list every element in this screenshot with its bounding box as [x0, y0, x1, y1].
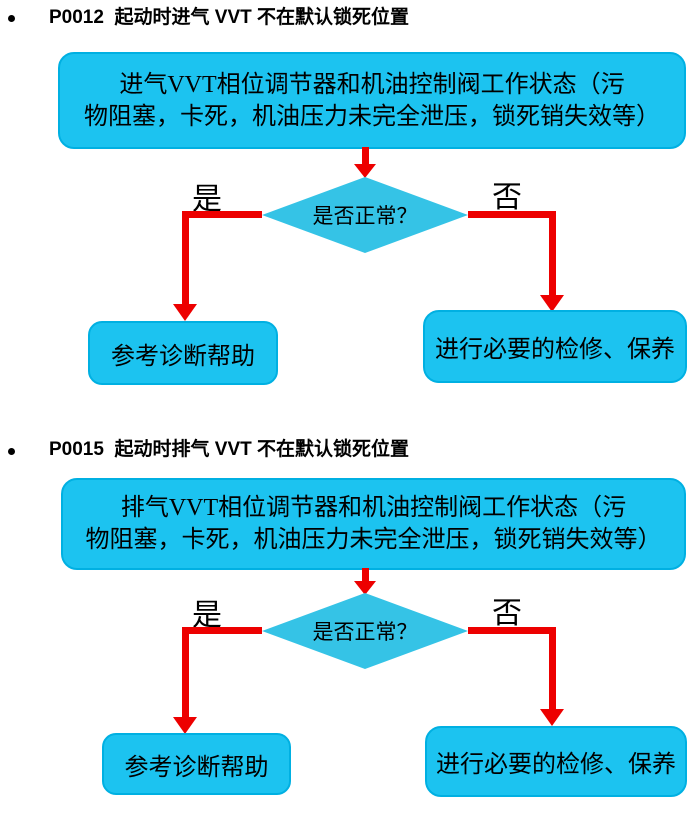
no-result-label: 进行必要的检修、保养 — [436, 752, 676, 778]
no-branch-line-h — [468, 627, 556, 634]
condition-box: 进气VVT相位调节器和机油控制阀工作状态（污 物阻塞，卡死，机油压力未完全泄压，… — [58, 52, 686, 149]
condition-line-1: 进气VVT相位调节器和机油控制阀工作状态（污 — [119, 71, 625, 98]
yes-label: 是 — [192, 599, 222, 632]
result-box-yes: 参考诊断帮助 — [88, 321, 278, 385]
decision-label: 是否正常？ — [312, 204, 418, 228]
section-heading: P0012 起动时进气 VVT 不在默认锁死位置 — [49, 7, 410, 28]
section-heading: P0015 起动时排气 VVT 不在默认锁死位置 — [49, 439, 410, 460]
no-result-label: 进行必要的检修、保养 — [435, 337, 675, 363]
arrow-down-icon — [354, 164, 376, 178]
result-box-yes: 参考诊断帮助 — [102, 733, 291, 795]
no-label: 否 — [492, 181, 522, 214]
yes-result-label: 参考诊断帮助 — [124, 754, 269, 781]
yes-branch-line-v — [182, 211, 189, 306]
no-branch-line-h — [468, 211, 556, 218]
condition-to-decision-line — [362, 568, 369, 583]
decision-diamond: 是否正常？ — [262, 177, 468, 253]
arrow-down-icon — [540, 709, 564, 726]
yes-label: 是 — [192, 183, 222, 216]
bullet-icon — [8, 448, 15, 455]
no-branch-line-v — [549, 211, 556, 298]
condition-line-1: 排气VVT相位调节器和机油控制阀工作状态（污 — [120, 495, 627, 521]
arrow-down-icon — [354, 581, 376, 595]
result-box-no: 进行必要的检修、保养 — [423, 310, 687, 383]
result-box-no: 进行必要的检修、保养 — [425, 726, 687, 797]
condition-line-2: 物阻塞，卡死，机油压力未完全泄压，锁死销失效等） — [84, 103, 660, 130]
decision-diamond: 是否正常？ — [262, 593, 468, 669]
yes-branch-line-h — [182, 211, 262, 218]
yes-result-label: 参考诊断帮助 — [111, 343, 255, 370]
arrow-down-icon — [540, 295, 564, 312]
yes-branch-line-v — [182, 627, 189, 719]
bullet-icon — [8, 15, 15, 22]
yes-branch-line-h — [182, 627, 262, 634]
condition-box: 排气VVT相位调节器和机油控制阀工作状态（污 物阻塞，卡死，机油压力未完全泄压，… — [61, 478, 686, 570]
decision-label: 是否正常？ — [312, 620, 418, 644]
condition-to-decision-line — [362, 147, 369, 166]
arrow-down-icon — [173, 304, 197, 321]
condition-line-2: 物阻塞，卡死，机油压力未完全泄压，锁死销失效等） — [85, 527, 662, 553]
no-label: 否 — [492, 597, 522, 630]
no-branch-line-v — [549, 627, 556, 711]
arrow-down-icon — [173, 717, 197, 734]
